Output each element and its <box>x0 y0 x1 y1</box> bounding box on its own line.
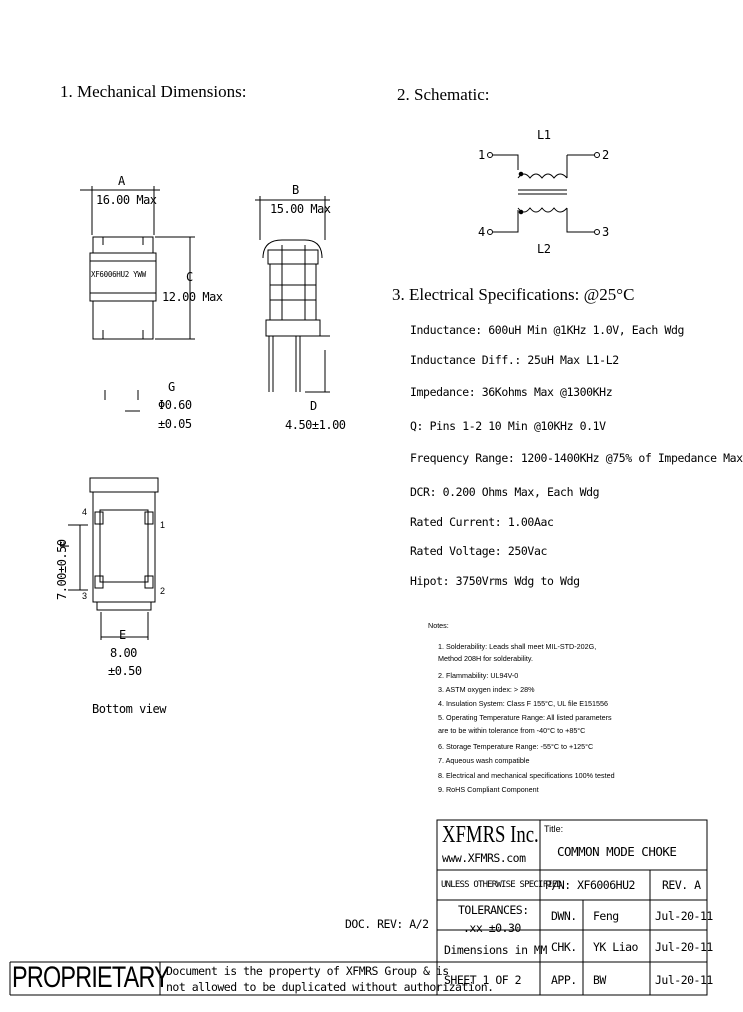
doc-rev: DOC. REV: A/2 <box>345 917 429 931</box>
app-name: BW <box>593 973 606 987</box>
part-marking: XF6006HU2 YWW <box>91 270 146 279</box>
schematic-l1: L1 <box>537 128 551 142</box>
bottom-view-label: Bottom view <box>92 702 166 716</box>
spec-line: Inductance: 600uH Min @1KHz 1.0V, Each W… <box>410 323 684 337</box>
chk-label: CHK. <box>551 940 577 954</box>
dim-b-value: 15.00 Max <box>270 202 331 216</box>
dim-a-value: 16.00 Max <box>96 193 157 207</box>
note-line: 7. Aqueous wash compatible <box>438 756 530 765</box>
proprietary-label: PROPRIETARY <box>12 961 170 994</box>
pin-2-label: 2 <box>160 586 166 596</box>
note-line: 3. ASTM oxygen index: > 28% <box>438 685 535 694</box>
company-name: XFMRS Inc. <box>442 822 539 848</box>
spec-line: DCR: 0.200 Ohms Max, Each Wdg <box>410 485 600 499</box>
pin-3-label: 3 <box>82 591 88 601</box>
spec-line: Impedance: 36Kohms Max @1300KHz <box>410 385 613 399</box>
tolerances-label: TOLERANCES: <box>458 903 529 917</box>
dim-f-value: 7.00±0.50 <box>55 539 69 600</box>
proprietary-note-line2: not allowed to be duplicated without aut… <box>166 980 494 994</box>
g-dim-lines <box>104 390 140 412</box>
dim-b-letter: B <box>292 183 299 197</box>
schematic-drawing <box>487 152 600 235</box>
note-line: 2. Flammability: UL94V-0 <box>438 671 519 680</box>
dimensions-unit: Dimensions in MM <box>444 943 547 957</box>
unless-specified: UNLESS OTHERWISE SPECIFIED <box>441 880 562 890</box>
drawing-lines <box>9 152 708 996</box>
note-line: 9. RoHS Compliant Component <box>438 785 539 794</box>
title-label: Title: <box>544 824 564 834</box>
spec-line: Rated Voltage: 250Vac <box>410 544 547 558</box>
dim-g-letter: G <box>168 380 175 394</box>
spec-line: Q: Pins 1-2 10 Min @10KHz 0.1V <box>410 419 606 433</box>
schematic-pin-1: 1 <box>478 148 485 162</box>
section-schematic-title: 2. Schematic: <box>397 85 490 104</box>
schematic-l2: L2 <box>537 242 551 256</box>
note-line: 4. Insulation System: Class F 155°C, UL … <box>438 699 609 708</box>
top-view-drawing <box>80 186 195 340</box>
schematic-pin-2: 2 <box>602 148 609 162</box>
dim-c-letter: C <box>186 270 193 284</box>
schematic-pin-4: 4 <box>478 225 485 239</box>
app-date: Jul-20-11 <box>655 973 713 987</box>
dwn-date: Jul-20-11 <box>655 909 713 923</box>
pin-1-label: 1 <box>160 520 166 530</box>
note-line: are to be within tolerance from -40°C to… <box>438 726 586 735</box>
pin-4-label: 4 <box>82 507 88 517</box>
chk-name: YK Liao <box>593 940 638 954</box>
dwn-name: Feng <box>593 909 619 923</box>
schematic-pin-3: 3 <box>602 225 609 239</box>
tolerance-xx: .xx ±0.30 <box>463 921 521 935</box>
dwn-label: DWN. <box>551 909 577 923</box>
note-line: Method 208H for solderability. <box>438 654 533 663</box>
part-number: P/N: XF6006HU2 <box>545 878 635 892</box>
dim-g-value2: ±0.05 <box>158 417 192 431</box>
company-website: www.XFMRS.com <box>442 851 526 865</box>
document-title: COMMON MODE CHOKE <box>557 844 677 859</box>
side-view-drawing <box>255 196 330 393</box>
proprietary-note-line1: Document is the property of XFMRS Group … <box>166 964 449 978</box>
note-line: 8. Electrical and mechanical specificati… <box>438 771 615 780</box>
dim-d-value: 4.50±1.00 <box>285 418 346 432</box>
note-line: 5. Operating Temperature Range: All list… <box>438 713 612 722</box>
title-block-lines <box>9 819 708 996</box>
section-electrical-title: 3. Electrical Specifications: @25°C <box>392 285 635 304</box>
dim-e-letter: E <box>119 628 126 642</box>
app-label: APP. <box>551 973 577 987</box>
spec-line: Hipot: 3750Vrms Wdg to Wdg <box>410 574 580 588</box>
dim-d-letter: D <box>310 399 317 413</box>
dim-e-value1: 8.00 <box>110 646 137 660</box>
spec-line: Frequency Range: 1200-1400KHz @75% of Im… <box>410 451 743 465</box>
revision: REV. A <box>662 878 701 892</box>
dim-c-value: 12.00 Max <box>162 290 223 304</box>
dim-e-value2: ±0.50 <box>108 664 142 678</box>
dim-a-letter: A <box>118 174 125 188</box>
sheet-number: SHEET 1 OF 2 <box>444 973 522 987</box>
note-line: 6. Storage Temperature Range: -55°C to +… <box>438 742 594 751</box>
notes-title: Notes: <box>428 621 449 630</box>
spec-line: Rated Current: 1.00Aac <box>410 515 554 529</box>
section-mechanical-title: 1. Mechanical Dimensions: <box>60 82 247 101</box>
bottom-view-drawing <box>68 477 159 640</box>
spec-line: Inductance Diff.: 25uH Max L1-L2 <box>410 353 619 367</box>
chk-date: Jul-20-11 <box>655 940 713 954</box>
dim-g-value1: Φ0.60 <box>158 398 192 412</box>
note-line: 1. Solderability: Leads shall meet MIL-S… <box>438 642 597 651</box>
